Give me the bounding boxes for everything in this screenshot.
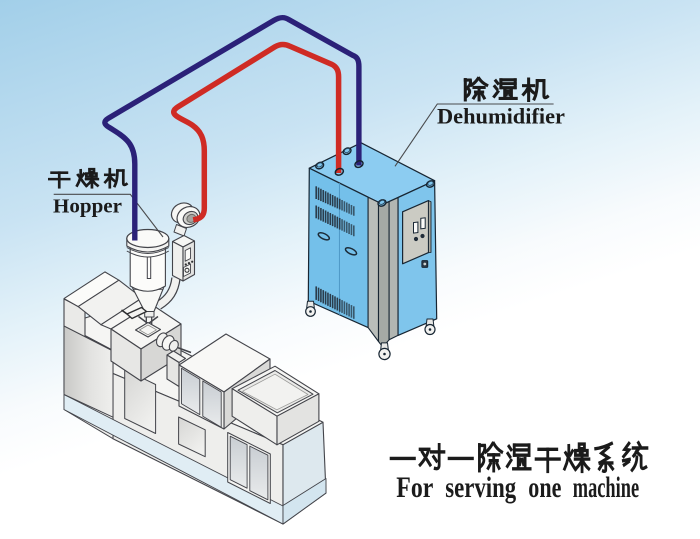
svg-text:serving: serving: [445, 471, 516, 504]
svg-text:For: For: [396, 471, 433, 504]
svg-text:machine: machine: [573, 471, 639, 504]
svg-text:Hopper: Hopper: [53, 196, 122, 218]
svg-text:Dehumidifier: Dehumidifier: [437, 104, 565, 129]
svg-text:one: one: [528, 471, 561, 504]
